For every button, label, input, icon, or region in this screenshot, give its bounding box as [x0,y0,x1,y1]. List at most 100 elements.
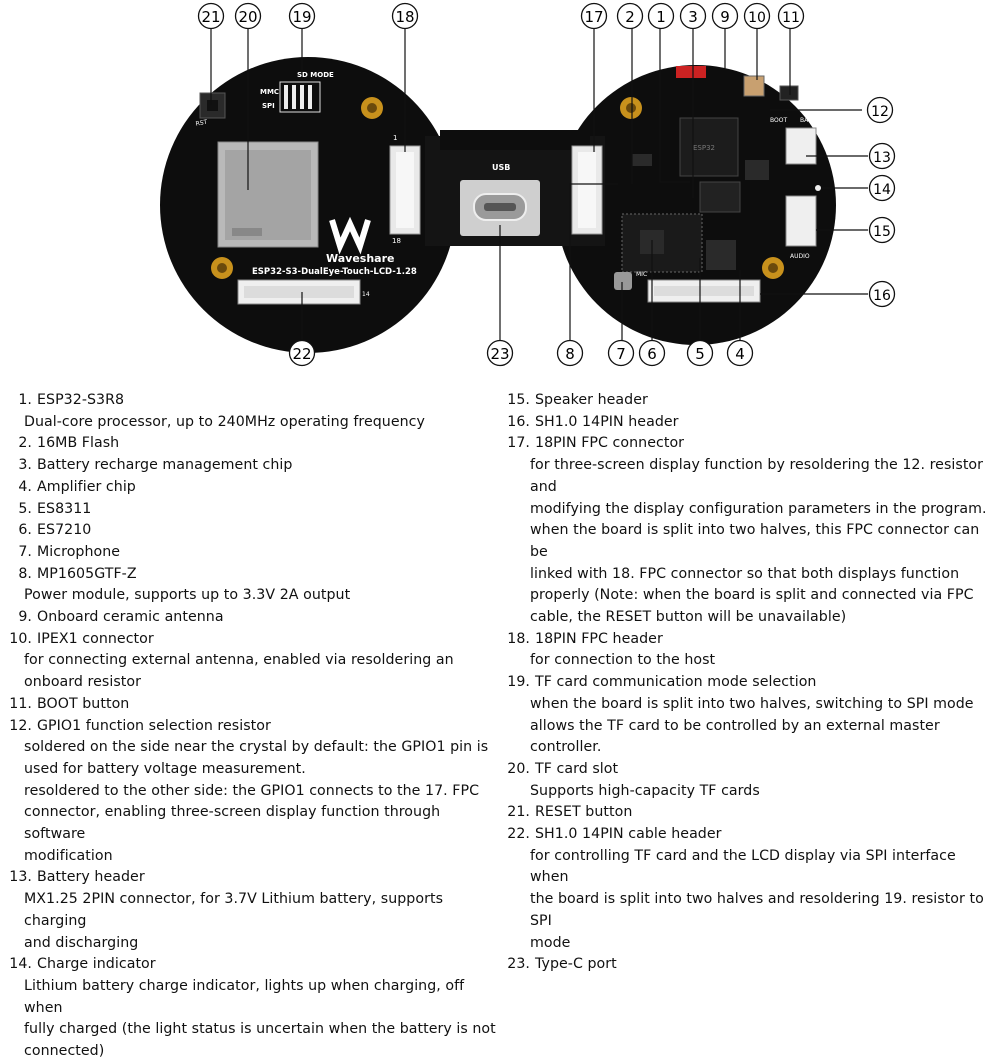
left-14pin-header: 14 [237,279,370,305]
component-number: 9. [18,609,32,626]
component-item: 13.Battery header [8,867,498,889]
callout-5: 5 [686,339,714,367]
component-item: 1.ESP32-S3R8 [8,390,498,412]
component-description: MX1.25 2PIN connector, for 3.7V Lithium … [24,891,444,929]
component-item: 21. RESET button [506,802,998,824]
component-number: 19. [507,674,530,691]
component-number: 8. [18,565,32,582]
svg-text:4: 4 [735,345,745,363]
callout-3: 3 [679,2,707,30]
callout-22: 22 [288,339,316,367]
component-number: 11. [9,695,32,712]
component-number: 23. [507,956,530,973]
component-name: 16MB Flash [37,435,120,452]
component-name: ESP32-S3R8 [37,392,125,408]
callout-4: 4 [726,339,754,367]
component-number: 10. [9,630,32,647]
svg-text:2: 2 [625,8,635,26]
component-number: 5. [18,500,32,517]
callouts: 21 20 19 18 17 2 1 3 9 10 11 12 13 14 15… [197,2,896,367]
component-number: 17. [507,435,530,452]
component-name: RESET button [535,804,633,821]
brand-label: Waveshare [326,252,394,265]
component-name: ES8311 [37,500,92,517]
component-item: 2. 16MB Flash [8,433,498,455]
svg-text:18: 18 [395,8,414,26]
callout-19: 19 [288,2,316,30]
component-item: 17.18PIN FPC connector [506,433,998,455]
boot-label: BOOT [770,117,787,124]
component-number: 18. [507,630,530,647]
component-item: 18.18PIN FPC header [506,629,998,651]
component-number: 20. [507,760,530,777]
audio-label: AUDIO [790,253,810,260]
component-number: 3. [18,457,32,474]
component-item: 23. Type-C port [506,954,998,976]
component-description: for three-screen display function by res… [530,457,984,495]
component-item: 5. ES8311 [8,499,498,521]
right-board-parts: BOOT BAT ESP32 MIC AUDIO [614,66,821,303]
component-description: connected) [24,1043,105,1060]
callout-18: 18 [391,2,419,30]
component-number: 12. [9,717,32,734]
svg-text:7: 7 [616,345,626,363]
waveshare-logo: Waveshare ESP32-S3-DualEye-Touch-LCD-1.2… [252,216,417,277]
component-item: 3.Battery recharge management chip [8,455,498,477]
component-number: 7. [18,543,32,560]
component-number: 22. [507,826,530,843]
callout-6: 6 [638,339,666,367]
svg-text:21: 21 [201,8,220,26]
component-description: resoldered to the other side: the GPIO1 … [24,782,480,799]
component-item: 14.Charge indicator [8,954,498,976]
component-name: GPIO1 function selection resistor [37,717,271,734]
component-name: Battery header [37,869,145,886]
component-number: 6. [18,522,32,539]
mic-label: MIC [636,271,647,278]
callout-12: 12 [866,96,894,124]
component-item: 19.TF card communication mode selection [506,672,998,694]
svg-text:16: 16 [873,288,891,304]
component-description: Dual-core processor, up to 240MHz operat… [24,413,425,430]
svg-text:3: 3 [688,8,698,26]
mmc-label: MMC [260,88,279,96]
component-number: 16. [507,413,530,430]
component-description: modification [24,847,113,864]
spi-label: SPI [262,102,275,110]
callout-11: 11 [777,2,805,30]
callout-1: 1 [647,2,675,30]
component-item: 20.TF card slot [506,759,998,781]
component-item: 6.ES7210 [8,520,498,542]
component-number: 14. [9,956,32,973]
svg-text:19: 19 [292,8,311,26]
component-item: 15.Speaker header [506,390,998,412]
component-description: onboard resistor [24,674,142,691]
sd-mode-label: SD MODE [297,71,334,79]
component-name: BOOT button [37,695,130,712]
component-item: 22.SH1.0 14PIN cable header [506,824,998,846]
component-name: Microphone [37,543,121,560]
callout-8: 8 [556,339,584,367]
svg-text:22: 22 [292,345,311,363]
svg-text:10: 10 [748,10,766,26]
rst-label: RST [195,119,208,128]
component-description: fully charged (the light status is uncer… [24,1021,496,1038]
component-description: Lithium battery charge indicator, lights… [24,977,465,1016]
svg-text:12: 12 [871,104,889,120]
svg-text:15: 15 [873,224,891,240]
callout-7: 7 [607,339,635,367]
callout-15: 15 [868,216,896,244]
callout-2: 2 [616,2,644,30]
callout-20: 20 [234,2,262,30]
callout-14: 14 [868,174,896,202]
component-number: 21. [507,804,530,821]
usb-c-port: USB [460,163,540,236]
svg-text:17: 17 [584,8,603,26]
component-description: used for battery voltage measurement. [24,760,306,777]
component-name: Type-C port [535,956,617,973]
component-number: 2. [18,435,32,452]
component-number: 15. [507,392,530,408]
mount-holes [211,97,784,279]
component-item: 7. Microphone [8,542,498,564]
callout-13: 13 [868,142,896,170]
